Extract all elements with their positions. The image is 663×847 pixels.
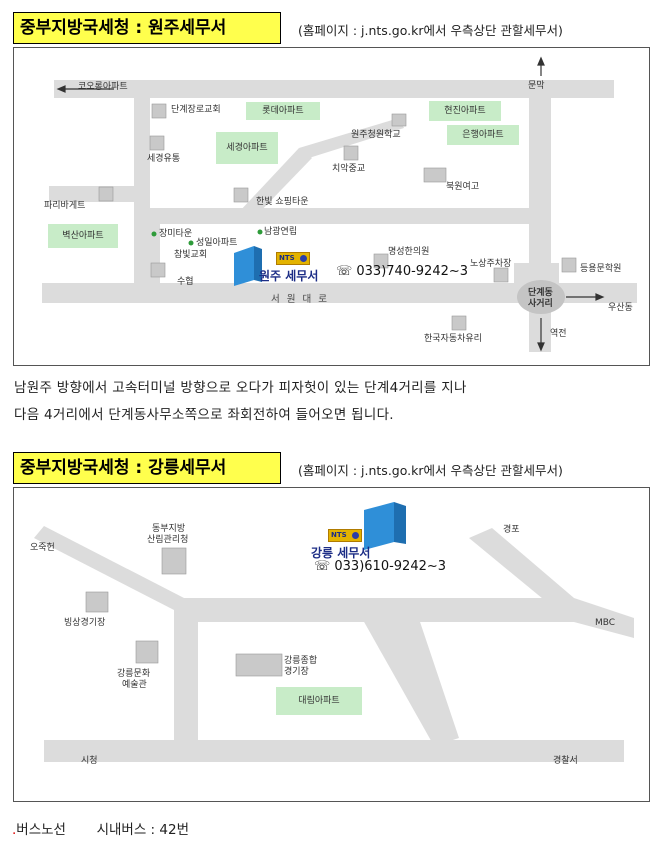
wonju-road-network (42, 56, 637, 352)
bus-route-info: .버스노선 시내버스 : 42번 (12, 818, 189, 838)
label-ojukheon: 오죽헌 (30, 543, 55, 553)
nts-logo-icon: NTS (276, 252, 310, 265)
label-paris-baguette: 파리바게트 (44, 201, 86, 211)
label-station: 역전 (550, 329, 567, 339)
label-hyundai-apt: 현진아파트 (429, 101, 501, 121)
section1-title: 중부지방국세청 : 원주세무서 (13, 12, 281, 44)
label-sekyung-yutong: 세경유통 (147, 154, 181, 164)
label-gyeongpo: 경포 (503, 525, 520, 535)
section2-title: 중부지방국세청 : 강릉세무서 (13, 452, 281, 484)
gangneung-office-name: 강릉 세무서 (311, 546, 371, 560)
label-bugwon-girls: 북원여고 (446, 182, 480, 192)
wonju-directions-line1: 남원주 방향에서 고속터미널 방향으로 오다가 피자헛이 있는 단계4거리를 지… (14, 380, 467, 396)
label-chambit-church: 참빛교회 (174, 250, 208, 260)
label-seowondaero: 서 원 대 로 (271, 294, 330, 305)
section2-homepage-note: (홈페이지 : j.nts.go.kr에서 우측상단 관할세무서) (298, 463, 563, 478)
label-byeoksan-apt: 벽산아파트 (48, 224, 118, 248)
label-chiak-middle: 치악중교 (332, 164, 366, 174)
gangneung-road-network (34, 502, 634, 762)
label-koryong-apt: 코오롱아파트 (78, 82, 128, 92)
label-suhyeop: 수협 (177, 277, 194, 287)
label-danggye-church: 단계장로교회 (171, 105, 221, 115)
label-mbc: MBC (595, 618, 616, 628)
label-forest-office-2: 산림관리청 (147, 535, 189, 545)
label-danggye-intersection-2: 사거리 (528, 299, 553, 309)
label-arts-center-1: 강릉문화 (117, 669, 151, 679)
label-namgwang-yeollip: 남광연립 (264, 227, 298, 237)
label-seongil-apt: 성일아파트 (196, 238, 238, 248)
label-myeongseong-clinic: 명성한의원 (388, 247, 430, 257)
label-nosang-parking: 노상주차장 (470, 259, 512, 269)
wonju-directions-line2: 다음 4거리에서 단계동사무소쪽으로 좌회전하여 들어오면 됩니다. (14, 407, 394, 423)
label-daerim-apt: 대림아파트 (276, 687, 362, 715)
bus-route-label: 버스노선 (16, 822, 66, 838)
bus-route-value: 시내버스 : 42번 (96, 822, 189, 838)
section1-homepage-note: (홈페이지 : j.nts.go.kr에서 우측상단 관할세무서) (298, 23, 563, 38)
gangneung-office-phone: ☏ 033)610-9242~3 (314, 559, 447, 574)
nts-logo-icon-2: NTS (328, 529, 362, 542)
label-hanbit-shopping: 한빛 쇼핑타운 (256, 197, 309, 207)
bus-bullet: . (12, 822, 17, 838)
wonju-map: 코오롱아파트 문막 단계장로교회 롯데아파트 현진아파트 원주청원학교 은행아파… (13, 47, 650, 366)
label-arts-center-2: 예술관 (122, 680, 147, 690)
label-sekyung-apt: 세경아파트 (216, 132, 278, 164)
label-ice-rink: 빙상경기장 (64, 618, 106, 628)
label-munmak: 문막 (528, 81, 545, 91)
label-sports-complex-1: 강릉종합 (284, 656, 318, 666)
label-city-hall: 시청 (81, 756, 98, 766)
label-usando: 우산동 (608, 303, 633, 313)
label-sports-complex-2: 경기장 (284, 667, 309, 677)
wonju-office-name: 원주 세무서 (259, 269, 319, 283)
label-forest-office-1: 동부지방 (152, 524, 186, 534)
gangneung-map: 동부지방 산림관리청 오죽헌 경포 빙상경기장 MBC 강릉종합 경기장 강릉문… (13, 487, 650, 802)
label-eunhaeng-apt: 은행아파트 (447, 125, 519, 145)
wonju-office-phone: ☏ 033)740-9242~3 (336, 264, 469, 279)
label-jeongeup-school: 원주청원학교 (351, 130, 401, 140)
label-police-station: 경찰서 (553, 756, 578, 766)
label-danggye-intersection-1: 단계동 (528, 288, 553, 298)
label-korea-glass: 한국자동차유리 (424, 334, 482, 344)
label-deungyong-academy: 등용문학원 (580, 264, 622, 274)
label-lotte-apt: 롯데아파트 (246, 102, 320, 120)
label-jangmi-town: 장미타운 (159, 229, 193, 239)
